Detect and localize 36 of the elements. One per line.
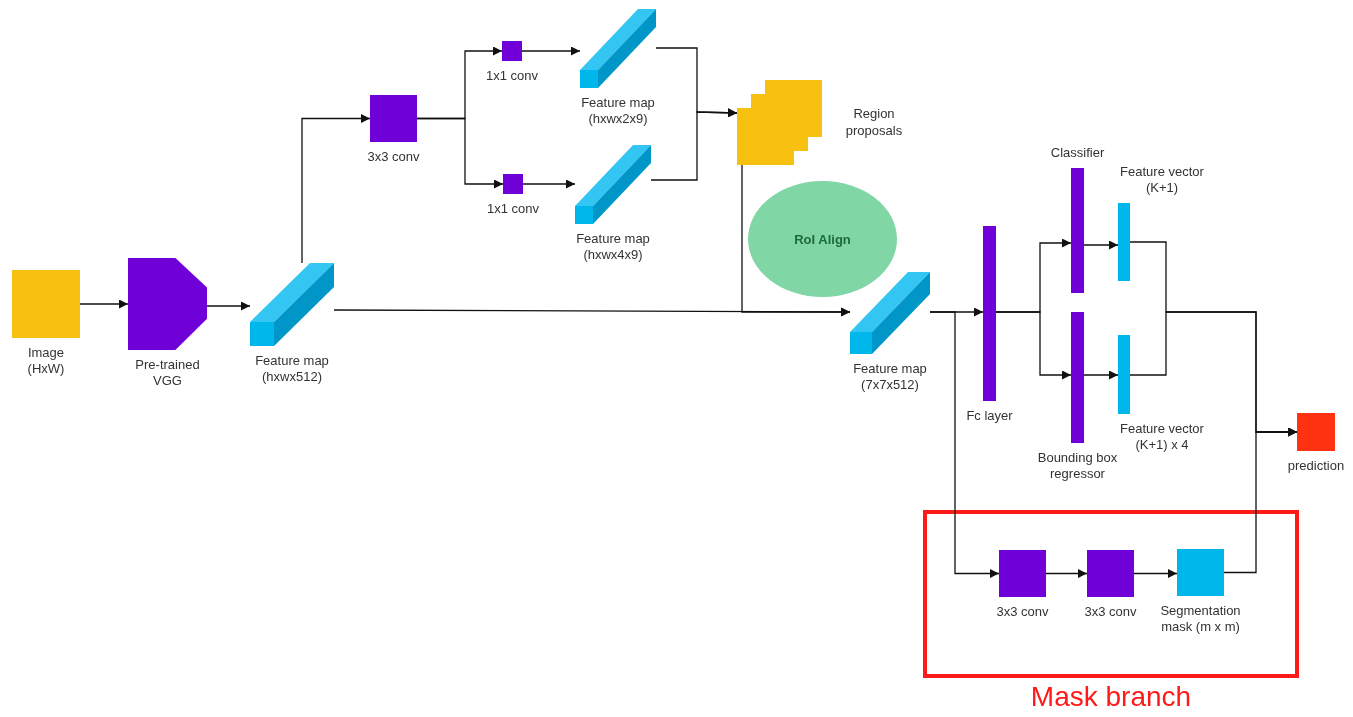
arrow [79,299,129,309]
node-caption: Feature map (hxwx512) [254,353,330,386]
node-caption: 3x3 conv [367,149,420,166]
arrow [741,164,851,317]
node-caption: 1x1 conv [485,68,538,85]
node-caption: 3x3 conv [1084,604,1137,621]
arrow [1133,569,1178,578]
branch-title: Mask branch [1030,682,1192,713]
node-caption: prediction [1287,458,1345,475]
arrow [206,301,251,311]
node-caption: Classifier [1050,144,1105,161]
node-caption: Segmentation mask (m x m) [1159,603,1242,636]
arrow [416,117,504,189]
node-caption: Image (HxW) [26,345,66,378]
node-caption: Feature vector (K+1) x 4 [1119,421,1205,454]
arrow [522,179,576,189]
arrow [995,311,1072,380]
node-caption: Feature map (hxwx4x9) [575,231,651,264]
arrow [1045,569,1088,578]
node-caption: 1x1 conv [486,201,539,218]
node-caption: Fc layer [966,408,1013,425]
arrow [1083,240,1119,250]
node-caption: Feature map (7x7x512) [852,361,928,394]
arrow [650,108,738,181]
arrow [521,46,581,56]
arrow [1223,427,1298,574]
arrow [301,114,371,264]
node-caption: Feature vector (K+1) [1119,163,1205,196]
node-caption: Feature map (hxwx2x9) [580,95,656,128]
arrow [929,311,1000,578]
arrow [1083,370,1119,380]
node-caption: Region proposals [844,106,904,139]
node-caption: 3x3 conv [996,604,1049,621]
node-caption: Bounding box regressor [1036,450,1119,483]
node-label: RoI Align [794,231,851,247]
node-caption: Pre-trained VGG [134,357,201,390]
